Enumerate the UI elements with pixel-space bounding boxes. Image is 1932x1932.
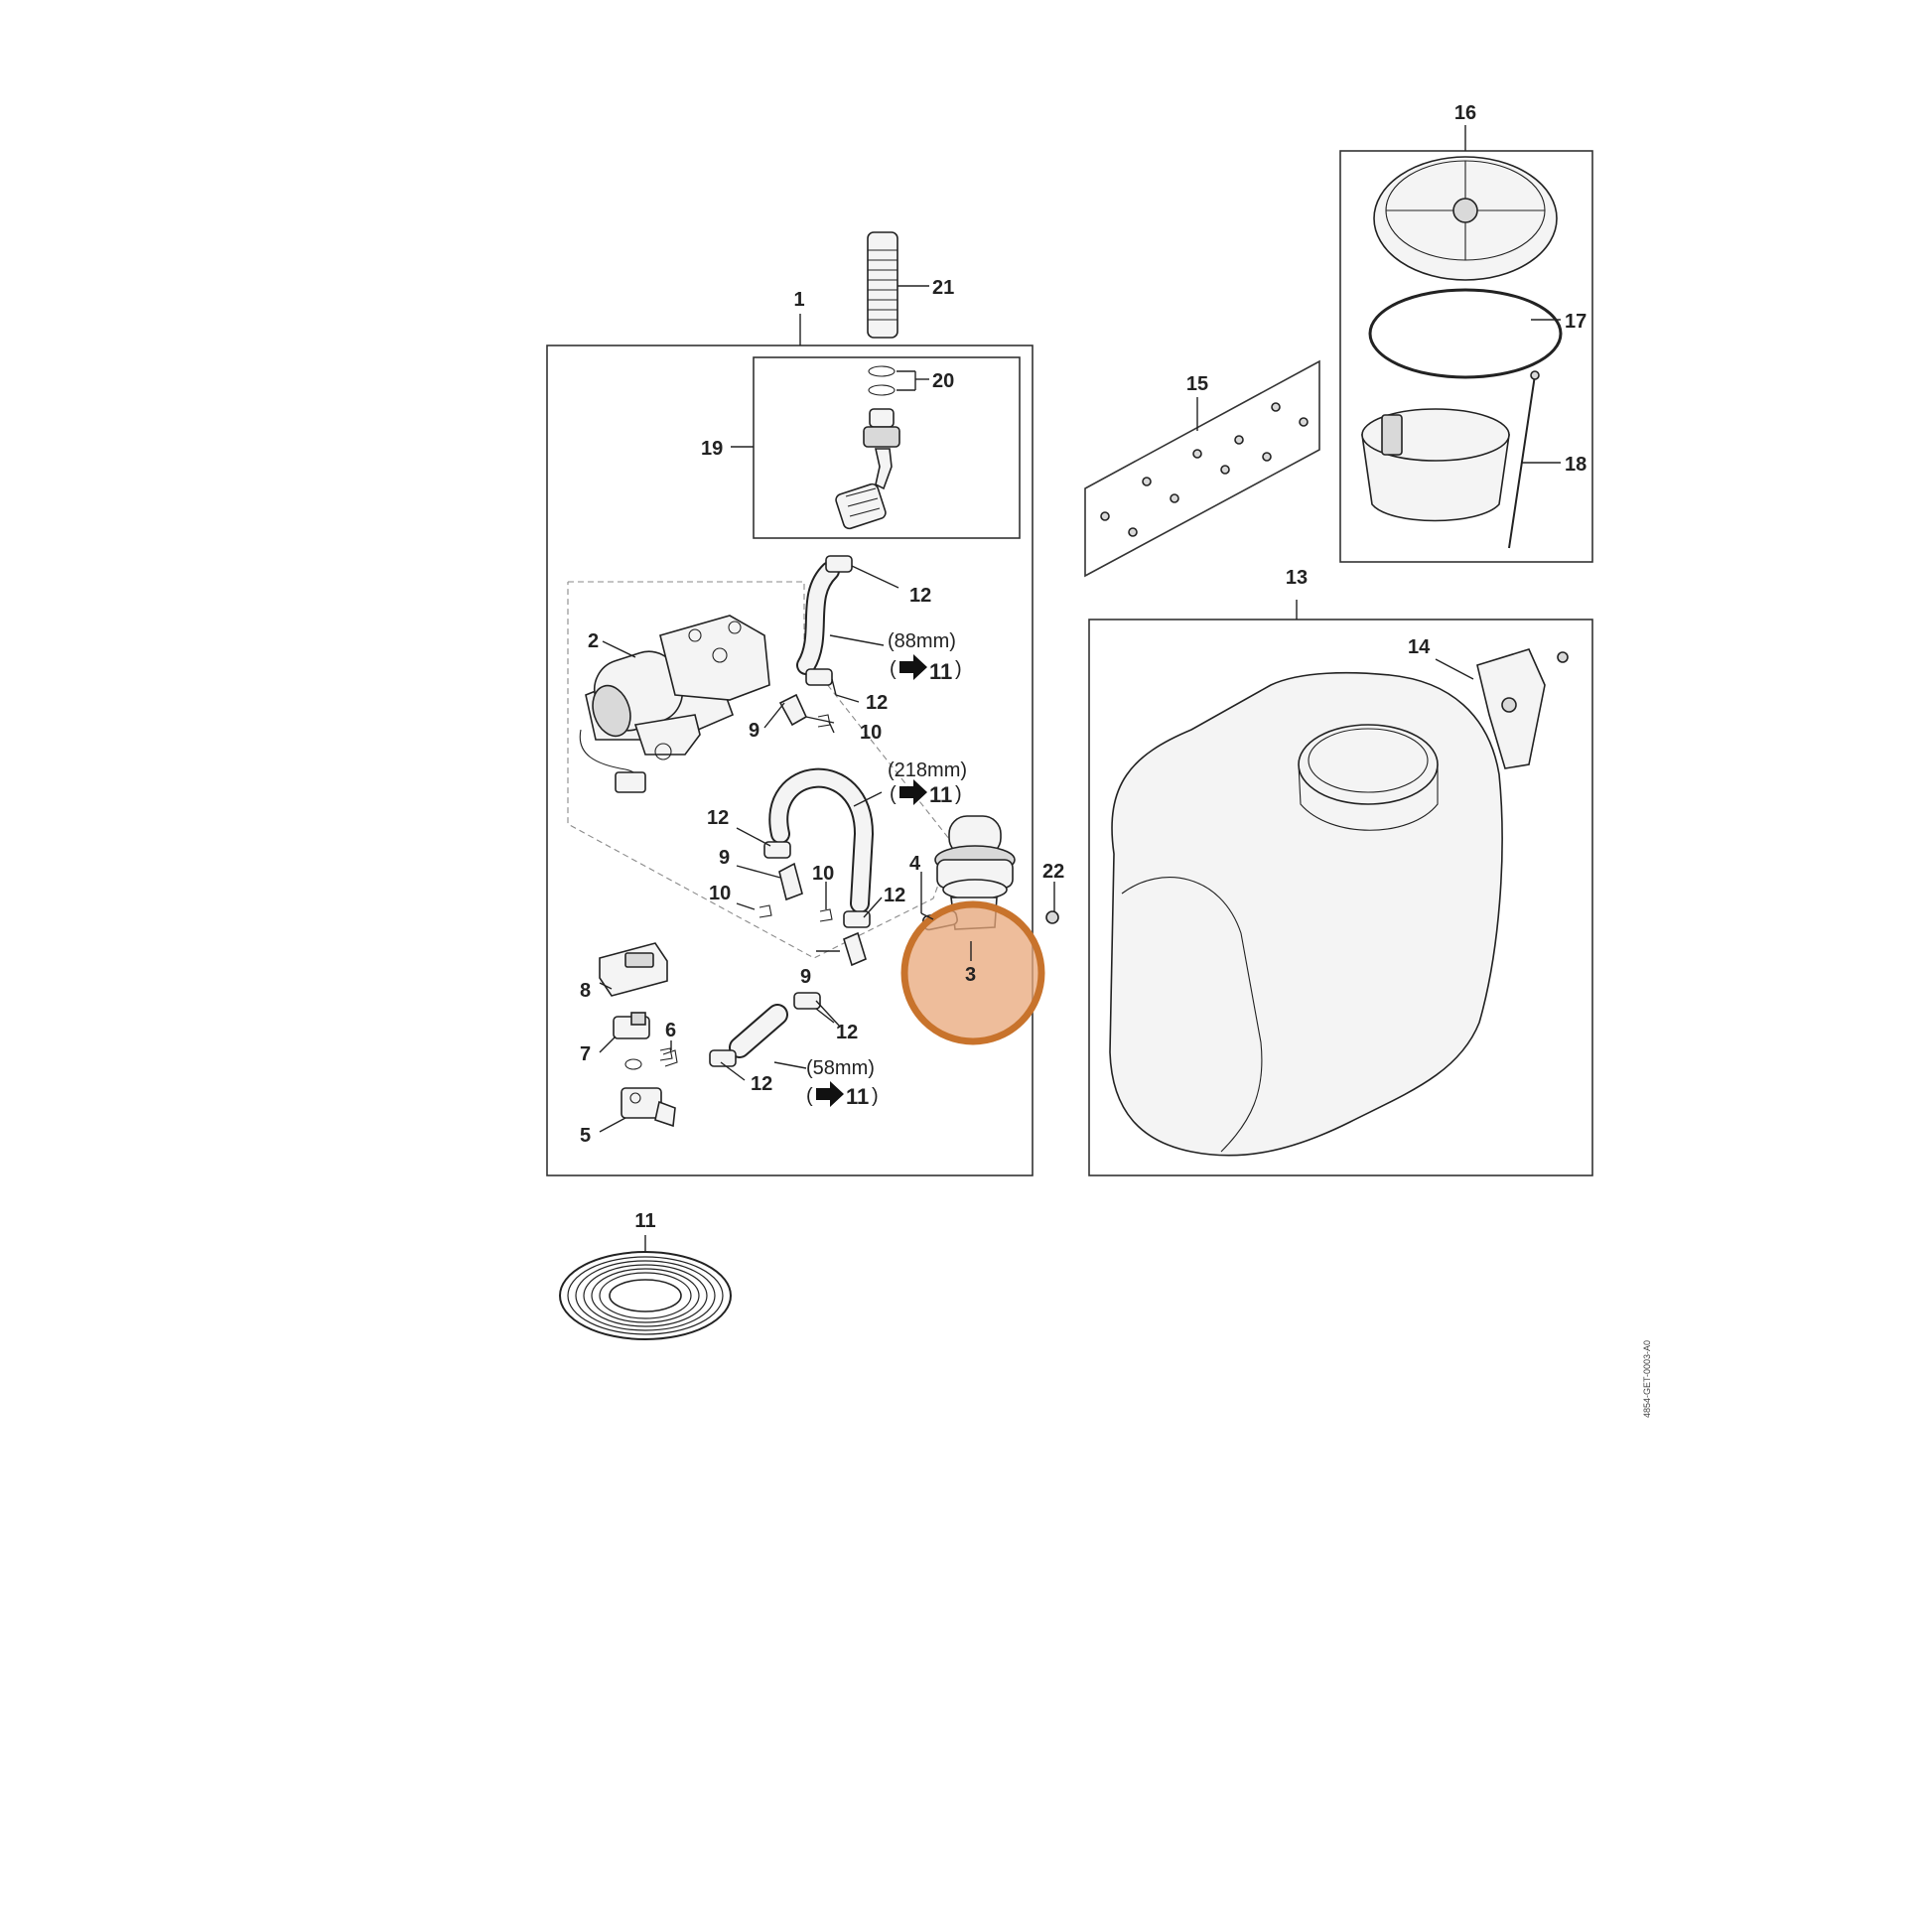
callout-12c: 12 [707, 807, 729, 829]
arrow-right-icon [899, 779, 927, 805]
callout-8: 8 [580, 980, 591, 1002]
hose-note-88mm: (88mm) ( 11 ) [888, 630, 962, 684]
callout-19: 19 [701, 438, 723, 460]
coiled-hose-part-11 [559, 1251, 732, 1340]
lid-frame-16 [1339, 150, 1593, 563]
subassembly-frame-19 [753, 356, 1021, 539]
hose-note-218mm: (218mm) ( 11 ) [888, 759, 967, 807]
hose-88mm-inner [798, 563, 838, 673]
callout-22: 22 [1042, 861, 1064, 883]
svg-text:): ) [955, 783, 962, 805]
elbow-fittings-part-9 [778, 693, 867, 967]
tank-lid-part-16 [1373, 156, 1558, 281]
callout-12f: 12 [751, 1073, 772, 1095]
callout-10c: 10 [812, 863, 834, 885]
callout-labels: 1 21 20 19 12 2 12 9 10 12 9 10 10 12 4 … [580, 102, 1587, 1232]
callout-9b: 9 [719, 847, 730, 869]
pump-motor-part-2 [579, 615, 770, 793]
clip-part-6 [662, 1049, 678, 1067]
leader-lines [599, 125, 1561, 1253]
callout-3: 3 [965, 964, 976, 986]
callout-4: 4 [909, 853, 921, 875]
spring-clips-part-10 [659, 714, 833, 1061]
hose-58mm-inner [731, 1006, 786, 1056]
seal-ring-part-17 [1368, 288, 1563, 379]
holder-part-8 [599, 942, 668, 997]
callout-10a: 10 [860, 722, 882, 744]
svg-text:): ) [872, 1085, 879, 1107]
callout-6: 6 [665, 1020, 676, 1041]
svg-text:(: ( [890, 783, 897, 805]
svg-text:): ) [955, 658, 962, 680]
screw-kit-frame-15 [1084, 359, 1320, 578]
callout-10b: 10 [709, 883, 731, 904]
tank-part-13 [1109, 671, 1503, 1157]
callout-16: 16 [1454, 102, 1476, 124]
callout-12a: 12 [909, 585, 931, 607]
callout-1: 1 [793, 289, 804, 311]
callout-21: 21 [932, 277, 954, 299]
callout-7: 7 [580, 1043, 591, 1065]
screw-part-22 [1045, 910, 1059, 924]
svg-text:(88mm): (88mm) [888, 630, 956, 652]
callout-17: 17 [1565, 311, 1587, 333]
outlet-valve-part-19 [835, 365, 900, 530]
callout-18: 18 [1565, 454, 1587, 476]
svg-text:(: ( [890, 658, 897, 680]
hose-218mm-inner [770, 769, 873, 911]
callout-14: 14 [1408, 636, 1431, 658]
callout-12d: 12 [884, 885, 905, 906]
callout-20: 20 [932, 370, 954, 392]
valve-part-5 [621, 1087, 676, 1128]
hose-note-58mm: (58mm) ( 11 ) [806, 1057, 879, 1109]
callout-9c: 9 [800, 966, 811, 988]
svg-text:(58mm): (58mm) [806, 1057, 875, 1079]
connector-part-7 [613, 1012, 650, 1070]
highlight-circle-part-3 [900, 900, 1045, 1045]
callout-2: 2 [588, 630, 599, 652]
filler-tube-part-21 [867, 231, 898, 339]
drawing-code: 4854-GET-0003-A0 [1642, 1340, 1652, 1418]
callout-9a: 9 [749, 720, 759, 742]
bracket-part-14 [1476, 648, 1569, 769]
callout-12b: 12 [866, 692, 888, 714]
arrow-right-icon [816, 1081, 844, 1107]
svg-text:11: 11 [846, 1084, 869, 1109]
screw-set-part-15 [1100, 402, 1309, 537]
callout-11: 11 [634, 1210, 655, 1232]
callout-15: 15 [1186, 373, 1208, 395]
svg-text:(: ( [806, 1085, 813, 1107]
pressure-switch-part-4 [934, 815, 1016, 900]
assembly-frame-1 [546, 345, 1034, 1176]
arrow-right-icon [899, 654, 927, 680]
strainer-basket-part-18 [1361, 370, 1540, 549]
callout-13: 13 [1286, 567, 1308, 589]
svg-text:(218mm): (218mm) [888, 759, 967, 781]
hose-clamps-part-12 [709, 555, 871, 1067]
callout-12e: 12 [836, 1022, 858, 1043]
svg-text:11: 11 [929, 782, 952, 807]
svg-text:11: 11 [929, 659, 952, 684]
callout-5: 5 [580, 1125, 591, 1147]
tank-frame-13 [1088, 619, 1593, 1176]
